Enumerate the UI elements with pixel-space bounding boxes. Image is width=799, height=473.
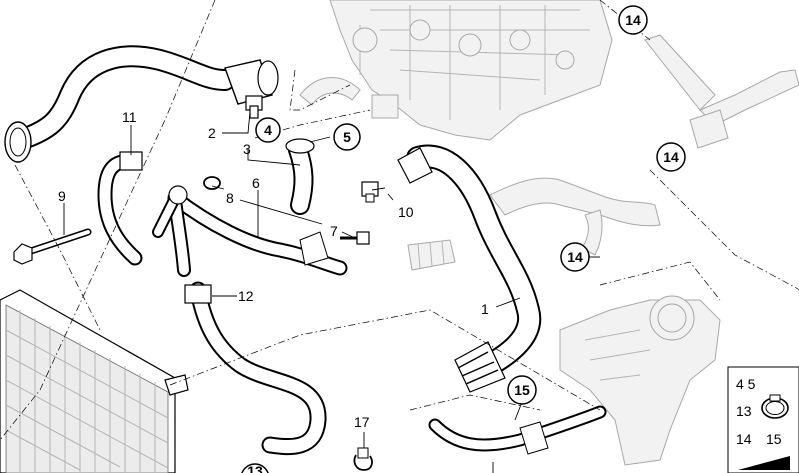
svg-text:14: 14 <box>625 12 641 28</box>
bolt-part-9 <box>13 228 92 265</box>
ghost-pipe-mid-right <box>489 177 661 256</box>
ghost-hose-upper-right <box>644 34 799 149</box>
callout-6: 6 <box>252 175 260 191</box>
hose-part-11 <box>97 151 143 266</box>
callout-1: 1 <box>481 301 489 317</box>
leader-lines <box>63 111 600 473</box>
svg-text:14: 14 <box>663 149 679 165</box>
callout-9: 9 <box>58 188 66 204</box>
callout-circle-14-top: 14 <box>618 5 648 35</box>
clip-part-17 <box>353 447 373 471</box>
callout-circle-15: 15 <box>507 375 537 405</box>
throttle-body-ghost <box>559 295 721 466</box>
kit-label-14: 14 <box>736 431 752 447</box>
hose-part-5 <box>285 138 315 215</box>
kit-label-4-5: 4 5 <box>736 376 756 392</box>
callout-circle-5: 5 <box>333 123 361 151</box>
pipe-part-6 <box>152 185 348 277</box>
hose-part-1 <box>397 144 542 393</box>
callout-circle-13-partial: 13 <box>241 463 269 473</box>
hose-part-12 <box>184 281 327 456</box>
callout-3: 3 <box>243 141 251 157</box>
o-ring-part-8 <box>203 176 221 190</box>
kit-label-15: 15 <box>766 431 782 447</box>
hose-clamp-kit-box: 4 5 13 14 15 <box>727 366 799 473</box>
callout-12: 12 <box>238 288 254 304</box>
callout-circle-4: 4 <box>255 117 281 143</box>
hose-clamp-icon <box>761 394 789 419</box>
callout-8: 8 <box>226 190 234 206</box>
svg-text:4: 4 <box>264 122 272 138</box>
kit-wedge-icon <box>738 456 790 470</box>
bolt-part-10 <box>361 181 379 203</box>
upper-hose <box>4 45 279 163</box>
callout-17: 17 <box>354 414 370 430</box>
kit-label-13: 13 <box>736 403 752 419</box>
hose-part-15 <box>428 405 607 455</box>
engine-block-ghost <box>299 0 613 141</box>
callout-2: 2 <box>208 125 216 141</box>
radiator <box>0 289 189 473</box>
callout-circle-14-middle: 14 <box>656 142 686 172</box>
callout-10: 10 <box>398 204 414 220</box>
small-connector-ghost <box>407 239 456 271</box>
svg-text:15: 15 <box>514 382 530 398</box>
callout-11: 11 <box>122 109 137 125</box>
callout-7: 7 <box>330 223 338 239</box>
sensor-part-4 <box>245 95 263 119</box>
svg-text:14: 14 <box>567 249 583 265</box>
svg-text:13: 13 <box>247 463 263 473</box>
callout-circle-14-lower: 14 <box>560 242 590 272</box>
svg-text:5: 5 <box>343 129 351 145</box>
